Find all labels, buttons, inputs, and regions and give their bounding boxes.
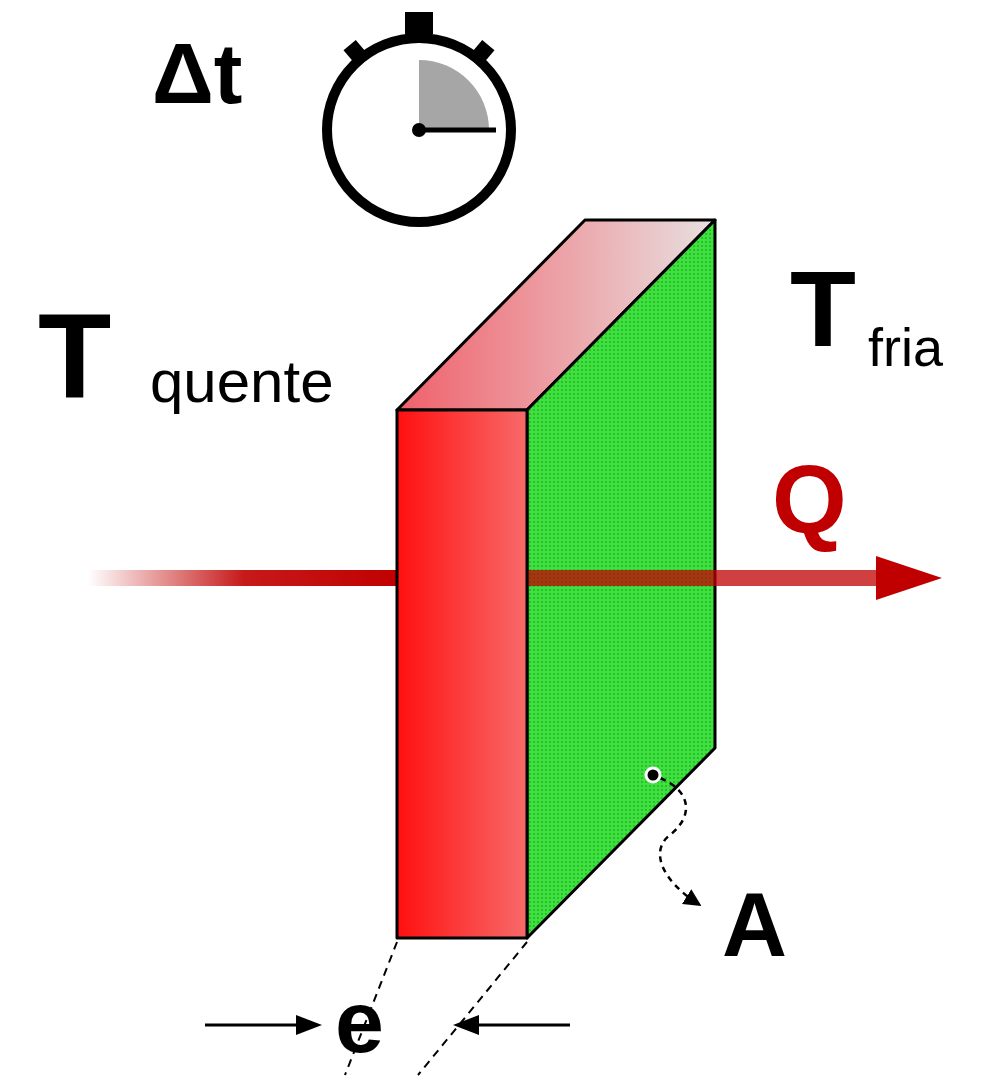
thickness-dimension [205, 942, 570, 1075]
area-label: A [722, 880, 787, 970]
area-leader [646, 768, 700, 905]
time-interval-label: Δt [152, 30, 242, 116]
temperature-subscript: quente [150, 352, 334, 412]
stopwatch-icon [327, 12, 511, 222]
thickness-label: e [335, 978, 384, 1066]
temperature-symbol: T [38, 296, 111, 416]
temperature-subscript: fria [868, 320, 943, 374]
slab-front-face [397, 410, 527, 938]
heat-label: Q [772, 452, 847, 548]
temperature-symbol: T [790, 255, 856, 363]
